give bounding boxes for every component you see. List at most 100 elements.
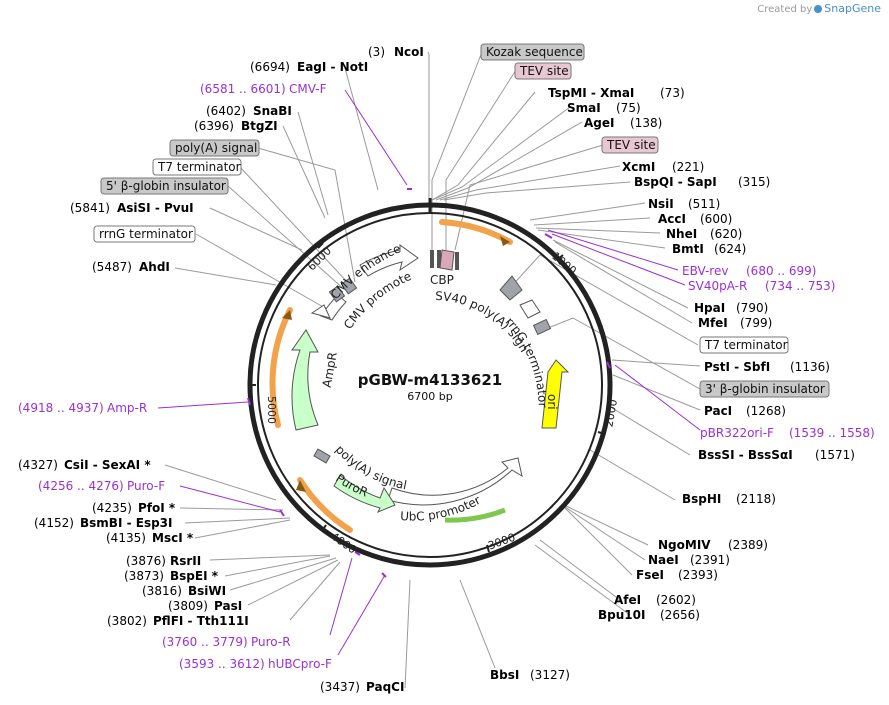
enzyme-nhei: NheI(620) (666, 227, 742, 241)
boxed-labels: Kozak sequence TEV site TEV site poly(A)… (93, 43, 830, 398)
svg-text:BspQI - SapI: BspQI - SapI (634, 175, 717, 189)
svg-text:(3802): (3802) (107, 614, 147, 628)
rrng-feature (532, 318, 552, 336)
svg-text:(6694): (6694) (250, 60, 290, 74)
svg-text:BsmBI - Esp3I: BsmBI - Esp3I (80, 516, 172, 530)
backbone-inner (257, 212, 603, 558)
svg-text:(5487): (5487) (92, 260, 132, 274)
beta-globin-insulator-5 (328, 285, 346, 303)
svg-text:(315): (315) (738, 175, 770, 189)
svg-text:AfeI: AfeI (614, 593, 641, 607)
rrng-terminator-arrow (310, 304, 331, 319)
svg-text:3' β-globin insulator: 3' β-globin insulator (705, 382, 825, 396)
box-tev-1: TEV site (514, 62, 572, 80)
enzyme-bbsi: BbsI(3127) (490, 668, 570, 682)
svg-text:(4327): (4327) (18, 458, 58, 472)
svg-text:RsrII: RsrII (170, 554, 201, 568)
svg-text:XcmI: XcmI (622, 160, 655, 174)
feature-leader-lines (195, 51, 701, 390)
enzyme-naei: NaeI (2391) (648, 553, 730, 567)
svg-text:CsiI - SexAI *: CsiI - SexAI * (64, 458, 151, 472)
svg-text:(4256 .. 4276): (4256 .. 4276) (38, 479, 124, 493)
svg-text:(3593 .. 3612): (3593 .. 3612) (179, 657, 265, 671)
svg-text:NsiI: NsiI (648, 197, 674, 211)
box-t7-right: T7 terminator (699, 336, 789, 354)
svg-text:(3127): (3127) (530, 668, 570, 682)
svg-text:(734 .. 753): (734 .. 753) (765, 279, 835, 293)
svg-text:Kozak sequence: Kozak sequence (486, 45, 583, 59)
svg-text:(1268): (1268) (746, 404, 786, 418)
svg-text:(75): (75) (616, 101, 641, 115)
primer-cmv-f: (6581 .. 6601)CMV-F (200, 82, 327, 96)
enzyme-paci: PacI(1268) (704, 404, 786, 418)
svg-text:AsiSI - PvuI: AsiSI - PvuI (117, 201, 194, 215)
enzyme-smai: SmaI(75) (567, 101, 641, 115)
svg-text:NaeI: NaeI (648, 553, 679, 567)
svg-text:(6402): (6402) (206, 104, 246, 118)
svg-text:(1571): (1571) (815, 448, 855, 462)
svg-text:(6396): (6396) (194, 119, 234, 133)
svg-text:(3760 .. 3779): (3760 .. 3779) (162, 635, 248, 649)
svg-text:(4918 .. 4937): (4918 .. 4937) (18, 401, 104, 415)
puror-arrow (333, 474, 396, 513)
green-primer-arc (444, 507, 506, 523)
svg-text:TEV site: TEV site (606, 138, 656, 152)
svg-text:MfeI: MfeI (698, 316, 728, 330)
svg-text:(1136): (1136) (790, 360, 830, 374)
svg-text:(2602): (2602) (656, 593, 696, 607)
svg-text:BspEI *: BspEI * (170, 569, 219, 583)
enzyme-fsei: FseI(2393) (636, 568, 718, 582)
primer-marks (247, 188, 611, 578)
tick-5000: 5000 (265, 396, 278, 424)
svg-text:poly(A) signal: poly(A) signal (175, 141, 257, 155)
features (291, 244, 570, 513)
box-kozak: Kozak sequence (480, 43, 585, 61)
tick-2000: 2000 (602, 398, 620, 428)
enzyme-bspei: (3873)BspEI * (124, 569, 219, 583)
tev-mark (455, 252, 459, 270)
svg-text:T7 terminator: T7 terminator (704, 338, 788, 352)
svg-text:hUBCpro-F: hUBCpro-F (268, 657, 332, 671)
svg-text:(799): (799) (740, 316, 772, 330)
box-t7-left: T7 terminator (152, 158, 242, 176)
svg-text:(4235): (4235) (92, 501, 132, 515)
enzyme-afei: AfeI (2602) (614, 593, 696, 607)
sv40-polyA-feature (499, 275, 523, 301)
enzyme-rsrii: (3876)RsrII (126, 554, 201, 568)
orange-arc-arrows (282, 236, 510, 492)
svg-text:HpaI: HpaI (694, 301, 725, 315)
primer-puro-f: (4256 .. 4276)Puro-F (38, 479, 165, 493)
svg-text:NcoI: NcoI (394, 45, 424, 59)
kozak-mark (430, 250, 434, 268)
primer-ebv-rev: EBV-rev(680 .. 699) (682, 264, 816, 278)
svg-text:T7 terminator: T7 terminator (157, 160, 241, 174)
snapgene-logo-icon (814, 5, 823, 13)
box-5-globin: 5' β-globin insulator (100, 177, 229, 195)
enzyme-csii: (4327) CsiI - SexAI * (18, 458, 151, 472)
credit-brand: SnapGene (824, 2, 881, 15)
enzyme-ngomiv: NgoMIV(2389) (658, 538, 768, 552)
svg-text:(221): (221) (672, 160, 704, 174)
cmv-enhancer-arrow (359, 244, 419, 277)
svg-text:pBR322ori-F: pBR322ori-F (700, 426, 774, 440)
enzyme-psti: PstI - SbfI(1136) (704, 360, 830, 374)
sv40-arrow (519, 299, 541, 319)
svg-text:PfoI *: PfoI * (138, 501, 176, 515)
enzyme-btgzi: (6396)BtgZI (194, 119, 278, 133)
svg-text:(600): (600) (700, 212, 732, 226)
svg-text:(620): (620) (710, 227, 742, 241)
svg-text:NgoMIV: NgoMIV (658, 538, 711, 552)
enzyme-snabi: (6402)SnaBI (206, 104, 292, 118)
svg-text:SV40pA-R: SV40pA-R (688, 279, 747, 293)
svg-text:(2391): (2391) (690, 553, 730, 567)
svg-text:(3809): (3809) (168, 599, 208, 613)
cbp-feature (439, 249, 455, 271)
svg-text:(6581 .. 6601): (6581 .. 6601) (200, 82, 286, 96)
svg-text:TspMI - XmaI: TspMI - XmaI (548, 86, 634, 100)
svg-text:FseI: FseI (636, 568, 664, 582)
svg-text:(1539 .. 1558): (1539 .. 1558) (789, 426, 875, 440)
svg-text:BmtI: BmtI (672, 242, 704, 256)
primer-hubcpro-f: (3593 .. 3612)hUBCpro-F (179, 657, 332, 671)
